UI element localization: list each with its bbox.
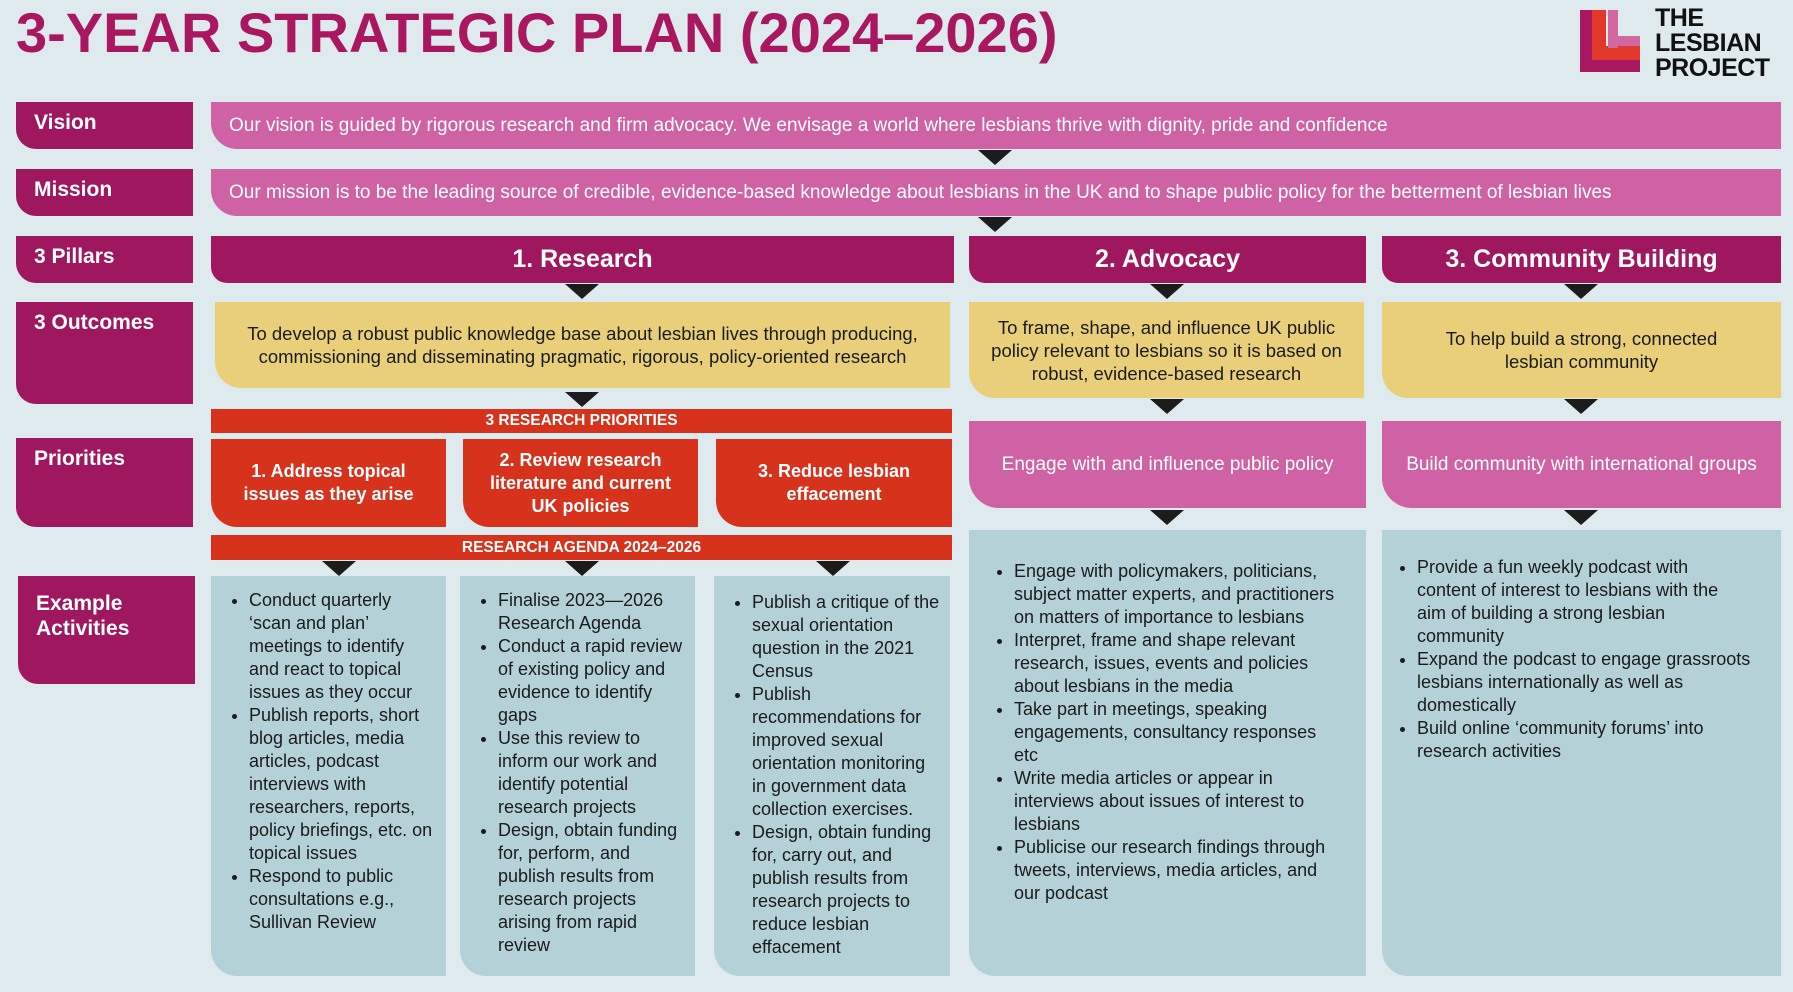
row-label-vision: Vision [16,102,193,149]
research-priority-3: 3. Reduce lesbian effacement [716,439,952,527]
list-item: Take part in meetings, speaking engageme… [1014,698,1342,767]
list-item: Build online ‘community forums’ into res… [1417,717,1751,763]
list-item: Publicise our research findings through … [1014,836,1342,905]
list-item: Conduct quarterly ‘scan and plan’ meetin… [249,589,436,704]
list-item: Conduct a rapid review of existing polic… [498,635,685,727]
logo-line-3: PROJECT [1655,54,1770,82]
arrow-down-icon [322,561,356,576]
list-item: Publish a critique of the sexual orienta… [752,591,940,683]
list-item: Expand the podcast to engage grassroots … [1417,648,1751,717]
pillar-community-building: 3. Community Building [1382,236,1781,283]
list-item: Design, obtain funding for, perform, and… [498,819,685,957]
list-item: Publish reports, short blog articles, me… [249,704,436,865]
arrow-down-icon [1150,284,1184,299]
research-priority-1: 1. Address topical issues as they arise [211,439,446,527]
row-label-outcomes: 3 Outcomes [16,302,193,404]
arrow-down-icon [565,392,599,407]
logo-wordmark: THE LESBIAN PROJECT [1655,6,1770,81]
list-item: Write media articles or appear in interv… [1014,767,1342,836]
row-label-activities-line2: Activities [36,617,130,640]
list-item: Use this review to inform our work and i… [498,727,685,819]
lesbian-project-logo-icon [1580,10,1640,72]
arrow-down-icon [978,150,1012,165]
arrow-down-icon [1564,399,1598,414]
arrow-down-icon [1564,510,1598,525]
pillar-research: 1. Research [211,236,954,283]
arrow-down-icon [565,284,599,299]
logo-line-1: THE [1655,4,1704,32]
row-label-pillars: 3 Pillars [16,236,193,283]
arrow-down-icon [565,561,599,576]
list-item: Interpret, frame and shape relevant rese… [1014,629,1342,698]
row-label-mission: Mission [16,169,193,216]
outcome-advocacy: To frame, shape, and influence UK public… [969,302,1364,398]
community-priority: Build community with international group… [1382,421,1781,508]
activities-research-1: Conduct quarterly ‘scan and plan’ meetin… [211,576,446,976]
outcome-research: To develop a robust public knowledge bas… [215,302,950,388]
list-item: Design, obtain funding for, carry out, a… [752,821,940,959]
pillar-advocacy: 2. Advocacy [969,236,1366,283]
row-label-priorities: Priorities [16,438,193,527]
activities-research-3: Publish a critique of the sexual orienta… [714,576,950,976]
list-item: Provide a fun weekly podcast with conten… [1417,556,1751,648]
research-priorities-header: 3 RESEARCH PRIORITIES [211,409,952,433]
arrow-down-icon [1564,284,1598,299]
outcome-community: To help build a strong, connected lesbia… [1382,302,1781,398]
research-priority-2: 2. Review research literature and curren… [463,439,698,527]
research-agenda-header: RESEARCH AGENDA 2024–2026 [211,535,952,560]
arrow-down-icon [816,561,850,576]
activities-advocacy: Engage with policymakers, politicians, s… [969,530,1366,976]
mission-statement: Our mission is to be the leading source … [211,169,1781,216]
activities-community: Provide a fun weekly podcast with conten… [1382,530,1781,976]
arrow-down-icon [1150,399,1184,414]
page-title: 3-YEAR STRATEGIC PLAN (2024–2026) [16,1,1058,64]
list-item: Respond to public consultations e.g., Su… [249,865,436,934]
list-item: Publish recommendations for improved sex… [752,683,940,821]
advocacy-priority: Engage with and influence public policy [969,421,1366,508]
row-label-activities-line1: Example [36,592,123,615]
arrow-down-icon [1150,510,1184,525]
logo-line-2: LESBIAN [1655,29,1762,57]
activities-research-2: Finalise 2023—2026 Research Agenda Condu… [460,576,695,976]
vision-statement: Our vision is guided by rigorous researc… [211,102,1781,149]
row-label-activities: Example Activities [18,576,195,684]
list-item: Finalise 2023—2026 Research Agenda [498,589,685,635]
arrow-down-icon [978,217,1012,232]
list-item: Engage with policymakers, politicians, s… [1014,560,1342,629]
